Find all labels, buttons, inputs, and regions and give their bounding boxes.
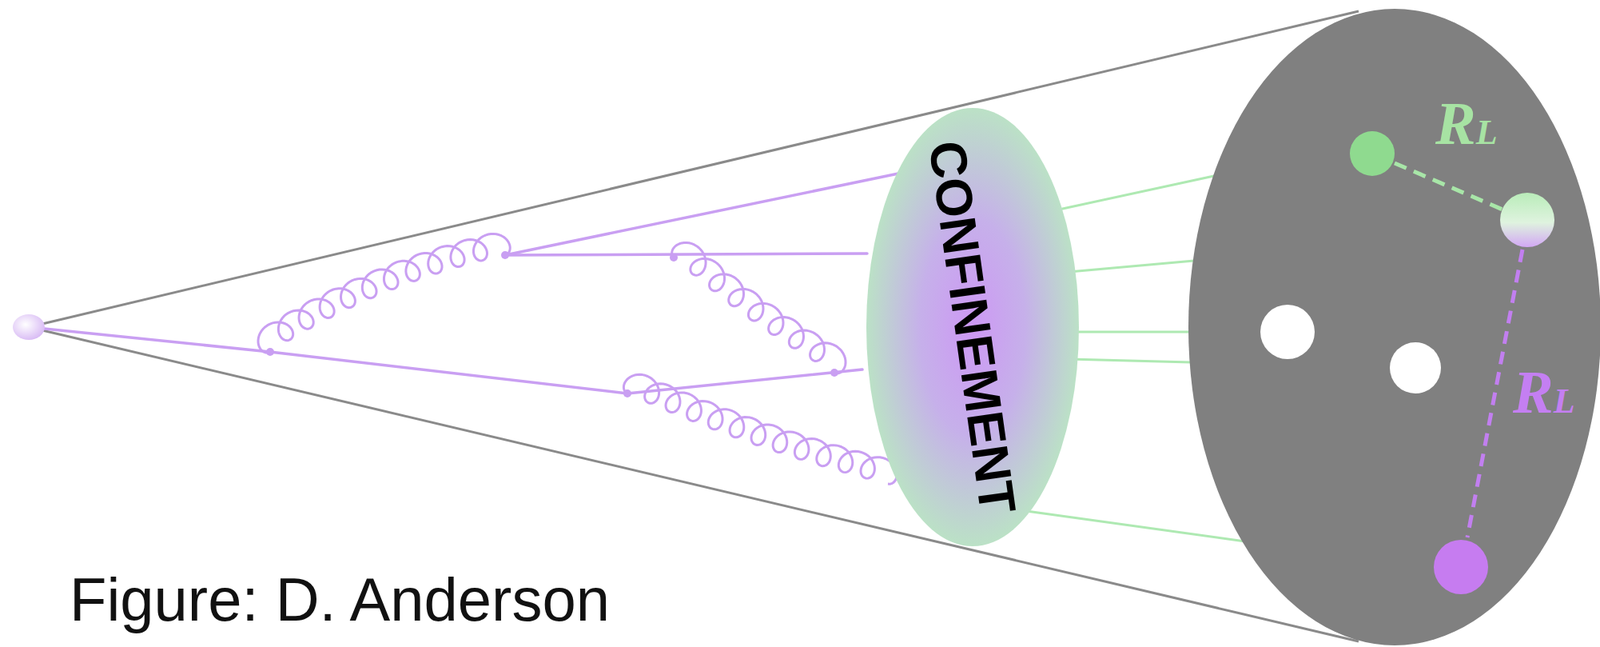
vertices [266,250,839,398]
gluon-coil [258,233,510,353]
cone-edge [28,326,1359,641]
quark-line [28,326,271,352]
vertex-dot [623,389,632,398]
vertex-dot [830,368,839,377]
parton-tracks [28,173,899,394]
distance-label-holder: RL [1435,92,1498,154]
mixed-hadron [1500,192,1555,247]
distance-label-holder: RL [1512,361,1576,422]
vertex-dot [669,253,678,262]
cone-edge [28,11,1359,327]
quark-line [270,351,628,394]
white-hadron [1389,342,1441,394]
distance-label: RL [1512,361,1576,422]
gluon-coil [623,374,897,484]
jet-cone [28,11,1359,641]
purple-hadron [1433,539,1489,594]
distance-label: RL [1435,92,1498,154]
confinement-region: CONFINEMENT [865,107,1080,547]
vertex-dot [266,347,275,356]
green-distance [1394,163,1503,210]
gluon-coil [672,242,846,373]
caption-holder: Figure: D. Anderson [69,569,610,630]
quark-line [627,369,863,394]
initial-parton [12,314,45,340]
quark-line [505,253,868,255]
detector-plane [1188,8,1600,645]
gluon-lines [258,233,897,484]
white-hadron [1260,304,1315,359]
confinement-ellipse [866,107,1079,546]
hadron-line [1020,509,1246,542]
green-hadron [1349,131,1395,176]
vertex-dot [501,250,510,259]
figure-caption: Figure: D. Anderson [69,569,610,630]
quark-line [505,173,899,255]
